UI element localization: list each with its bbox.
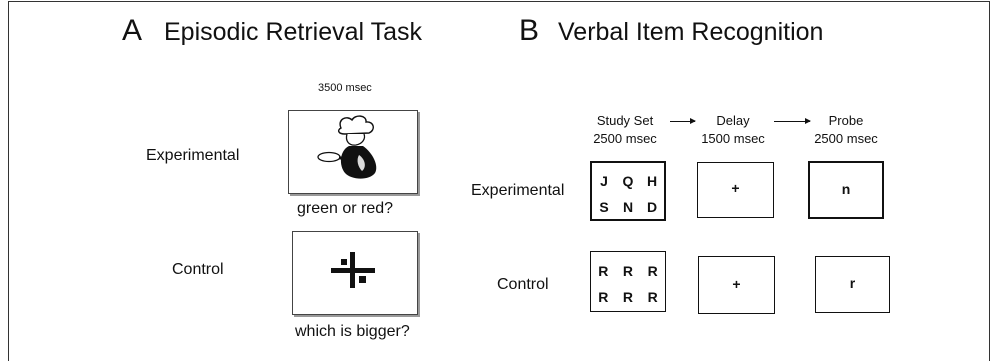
chef-with-pan-icon <box>317 115 377 179</box>
panel-b-title: Verbal Item Recognition <box>558 18 824 46</box>
panel-a-duration: 3500 msec <box>318 82 372 94</box>
control-study-letters: R R R R R R <box>591 263 665 305</box>
panel-a-title: Episodic Retrieval Task <box>164 18 422 46</box>
stage-probe-duration: 2500 msec <box>814 131 878 146</box>
control-image-frame <box>292 231 418 315</box>
stage-study-set-duration: 2500 msec <box>593 131 657 146</box>
stage-study-set-name: Study Set <box>596 113 654 128</box>
study-letter: J <box>600 173 608 189</box>
study-letter: R <box>598 263 609 279</box>
experimental-image-frame <box>288 110 418 194</box>
study-letter: Q <box>622 173 634 189</box>
experimental-study-letters: J Q H S N D <box>592 173 664 215</box>
arrow-delay-to-probe <box>774 118 811 124</box>
study-letter: R <box>622 263 634 279</box>
study-letter: R <box>647 289 658 305</box>
probe-letter: n <box>841 181 851 197</box>
study-letter: R <box>622 289 634 305</box>
panel-a-experimental-question: green or red? <box>297 200 394 217</box>
panel-a-experimental-label: Experimental <box>146 147 240 164</box>
control-probe-box: r <box>815 256 890 313</box>
plus-with-squares-icon <box>331 252 375 288</box>
fixation-cross: + <box>732 276 741 292</box>
panel-b-control-label: Control <box>497 276 549 293</box>
panel-a-control-label: Control <box>172 261 224 278</box>
study-letter: R <box>647 263 658 279</box>
stage-delay-duration: 1500 msec <box>701 131 765 146</box>
control-delay-box: + <box>698 256 775 314</box>
stage-delay-name: Delay <box>716 113 750 128</box>
study-letter: H <box>646 173 658 189</box>
study-letter: N <box>622 199 634 215</box>
figure-frame <box>8 1 990 361</box>
control-study-set-box: R R R R R R <box>590 251 666 312</box>
panel-b-experimental-label: Experimental <box>471 182 565 199</box>
experimental-study-set-box: J Q H S N D <box>590 161 666 221</box>
study-letter: R <box>598 289 609 305</box>
study-letter: D <box>646 199 658 215</box>
panel-b-letter: B <box>519 14 540 47</box>
probe-letter: r <box>849 275 856 291</box>
study-letter: S <box>599 199 609 215</box>
arrow-study-to-delay <box>670 118 696 124</box>
experimental-probe-box: n <box>808 161 884 219</box>
panel-a-control-question: which is bigger? <box>295 323 410 340</box>
fixation-cross: + <box>731 180 740 196</box>
panel-a-letter: A <box>122 14 143 47</box>
stage-probe-name: Probe <box>828 113 864 128</box>
experimental-delay-box: + <box>697 162 774 218</box>
